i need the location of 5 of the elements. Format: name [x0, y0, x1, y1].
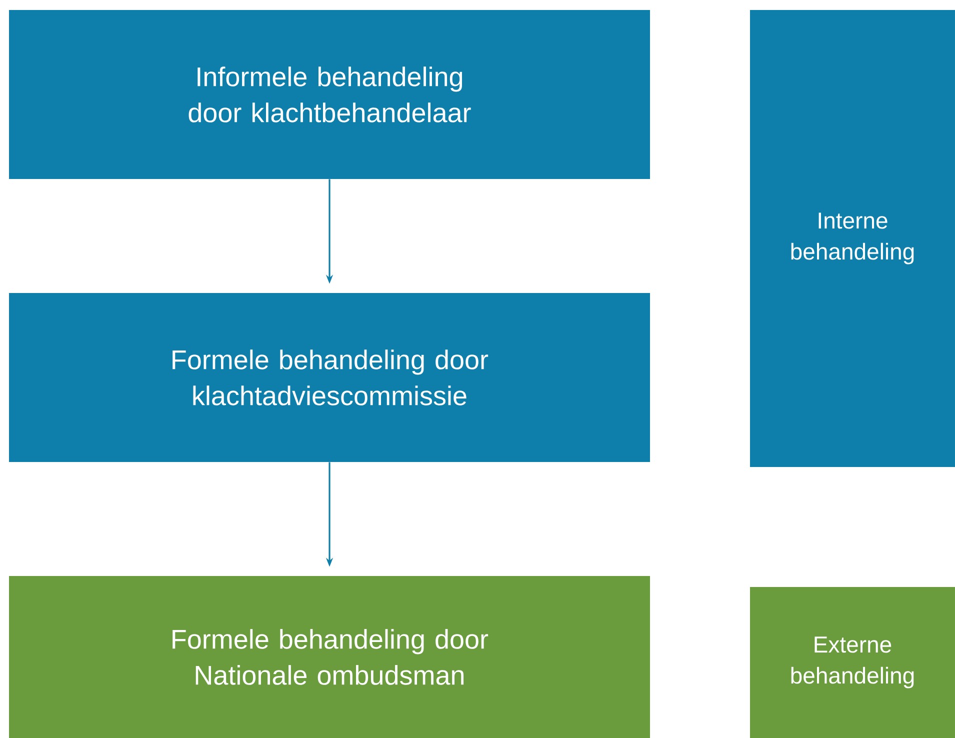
process-box: Externe behandeling — [750, 586, 955, 738]
process-box: Interne behandeling — [750, 10, 955, 467]
process-box: Formele behandeling door Nationale ombudsman — [9, 576, 650, 738]
process-box: Informele behandeling door klachtbehandelaar — [9, 10, 650, 179]
process-box: Formele behandeling door klachtadviescommissie — [9, 293, 650, 462]
